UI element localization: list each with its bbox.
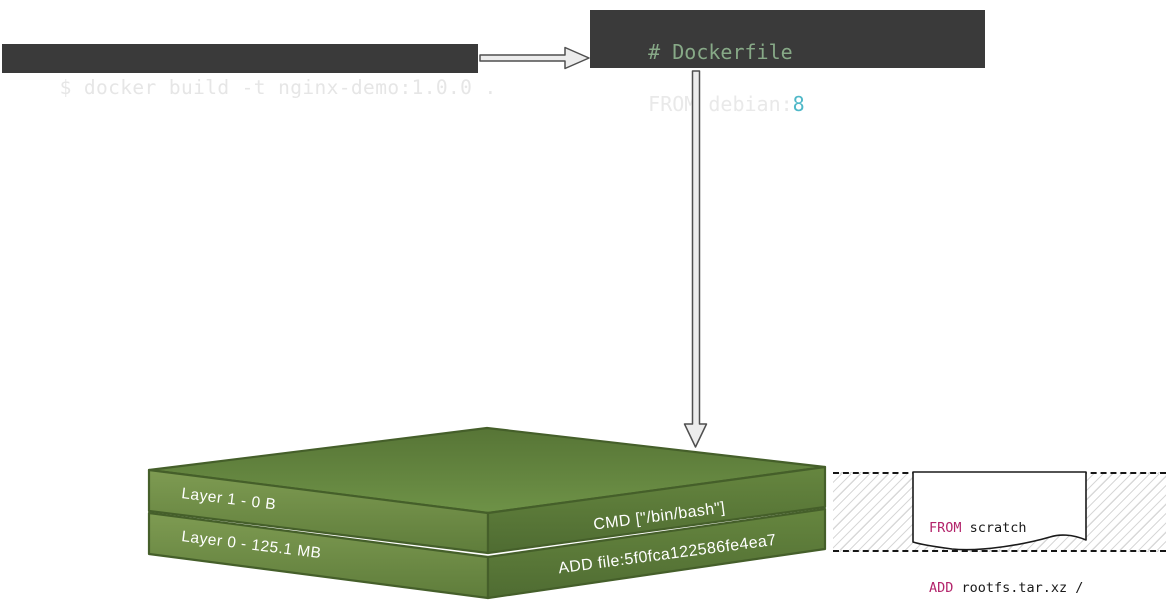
layer1-top-face xyxy=(147,426,827,515)
dockerfile-instruction: FROM debian: xyxy=(648,92,793,116)
layer1-name-label: Layer 1 - 0 B xyxy=(181,485,278,513)
terminal-command-text: $ docker build -t nginx-demo:1.0.0 . xyxy=(59,76,497,99)
code-line: FROM scratch xyxy=(929,520,1027,536)
code-line: ADD rootfs.tar.xz / xyxy=(929,580,1084,596)
dockerfile-image-tag: 8 xyxy=(792,92,805,116)
layer0-command-label: ADD file:5f0fca122586fe4ea7 xyxy=(557,532,777,578)
dockerfile-box: # Dockerfile FROM debian:8 xyxy=(590,10,985,116)
layer1-left-face xyxy=(147,468,490,555)
torn-paper-icon xyxy=(912,471,1087,551)
layer0-name-label: Layer 0 - 125.1 MB xyxy=(181,528,323,562)
layer0-right-face xyxy=(486,507,827,600)
terminal-command-box: $ docker build -t nginx-demo:1.0.0 . xyxy=(2,44,496,99)
layer1-command-label: CMD ["/bin/bash"] xyxy=(592,499,726,533)
arrow-down-icon xyxy=(683,70,708,448)
arrow-right-icon xyxy=(479,46,590,70)
layer1-right-face xyxy=(486,465,827,555)
base-image-dockerfile-doc: FROM scratch ADD rootfs.tar.xz / CMD ["/… xyxy=(912,471,1088,596)
dockerfile-comment: # Dockerfile xyxy=(648,40,793,64)
layer0-left-face xyxy=(147,511,490,600)
base-image-code: FROM scratch ADD rootfs.tar.xz / CMD ["/… xyxy=(929,478,1083,606)
image-layers-stack xyxy=(147,426,827,600)
